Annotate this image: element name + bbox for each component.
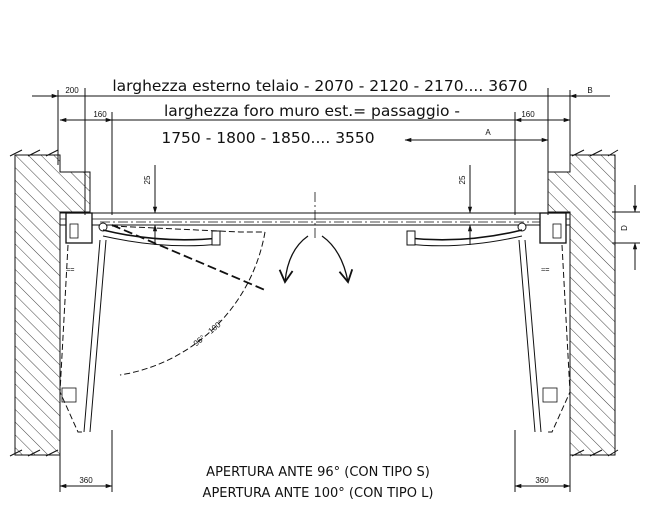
marker-d-label: D bbox=[620, 225, 629, 231]
right-height-dimension: 25 bbox=[458, 165, 480, 245]
marker-b-label: B bbox=[587, 86, 592, 95]
right-frame-label: 160 bbox=[521, 110, 535, 119]
right-motor-unit bbox=[517, 212, 567, 244]
outer-frame-width-label: larghezza esterno telaio - 2070 - 2120 -… bbox=[112, 77, 527, 95]
right-depth-label: 360 bbox=[535, 476, 549, 485]
left-offset-label: 200 bbox=[65, 86, 79, 95]
dimension-a: A bbox=[404, 128, 549, 143]
left-depth-label: 360 bbox=[79, 476, 93, 485]
right-arm-closed bbox=[406, 229, 523, 247]
outer-frame-dimension: larghezza esterno telaio - 2070 - 2120 -… bbox=[32, 77, 610, 215]
wall-opening-dimension: 160 160 larghezza foro muro est.= passag… bbox=[59, 102, 571, 215]
marker-a-label: A bbox=[485, 128, 491, 137]
left-wall bbox=[14, 154, 91, 456]
left-frame-label: 160 bbox=[93, 110, 107, 119]
svg-text:≈=: ≈= bbox=[66, 265, 75, 274]
right-wall bbox=[547, 154, 616, 456]
svg-text:≈=: ≈= bbox=[541, 265, 550, 274]
wall-opening-label-line1: larghezza foro muro est.= passaggio - bbox=[164, 102, 460, 120]
dimension-d: D bbox=[612, 185, 640, 270]
wall-opening-label-line2: 1750 - 1800 - 1850.... 3550 bbox=[161, 129, 374, 147]
left-motor-unit bbox=[65, 212, 108, 244]
left-leaf-opening-path bbox=[111, 224, 266, 376]
wall-break-ticks bbox=[9, 149, 619, 457]
left-height-label: 25 bbox=[143, 175, 152, 184]
left-arm-closed bbox=[102, 229, 221, 247]
left-depth-dimension: 360 bbox=[59, 430, 113, 492]
right-height-label: 25 bbox=[458, 175, 467, 184]
left-leaf-open: ≈= bbox=[59, 239, 107, 433]
angle-range-label: 96° - 100° bbox=[192, 318, 225, 348]
right-swing-arrow bbox=[321, 235, 354, 284]
left-swing-arrow bbox=[278, 235, 309, 284]
traverse-beam bbox=[59, 192, 571, 240]
left-height-dimension: 25 bbox=[143, 165, 165, 245]
right-leaf-open: ≈= bbox=[518, 239, 571, 433]
right-depth-dimension: 360 bbox=[514, 430, 571, 492]
caption-line1: APERTURA ANTE 96° (CON TIPO S) bbox=[206, 465, 430, 480]
caption-line2: APERTURA ANTE 100° (CON TIPO L) bbox=[203, 486, 434, 501]
